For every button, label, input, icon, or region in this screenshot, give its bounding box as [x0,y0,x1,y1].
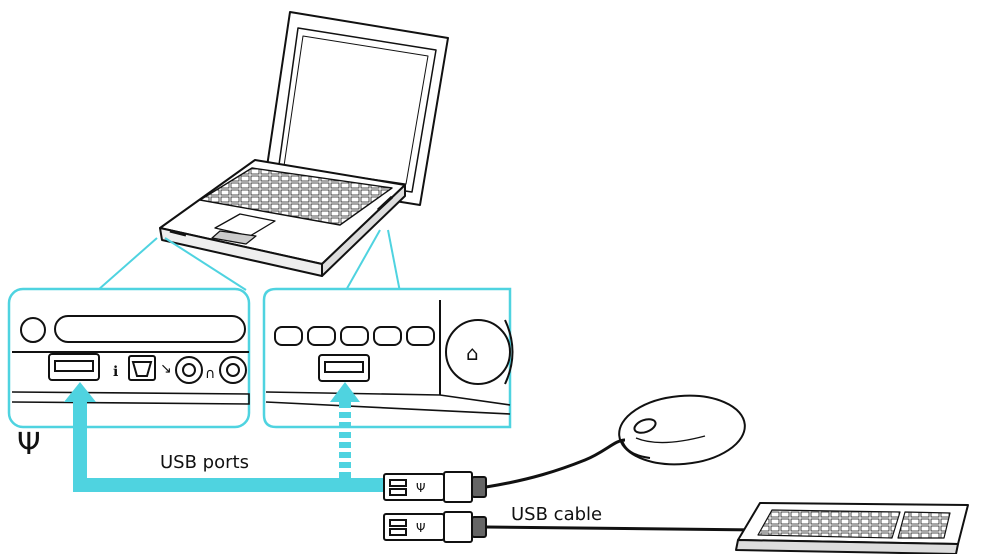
firewire-icon: ℹ [113,364,118,380]
keyboard-icon [735,502,969,554]
laptop-icon [159,11,449,277]
mouse-icon [618,394,746,466]
mic-icon: ↘ [160,361,172,377]
usb-plug-symbol-2: Ψ [416,521,425,535]
usb-port-arrows [64,382,383,492]
mouse-cable [485,438,626,489]
home-icon: ⌂ [466,341,479,365]
usb-plug-icon-mouse [383,471,487,503]
usb-symbol-icon: Ψ [17,427,41,462]
usb-plug-symbol-1: Ψ [416,481,425,495]
usb-cable-label: USB cable [511,504,603,525]
usb-plug-icon-keyboard [383,511,487,543]
right-port-inset: ⌂ [262,287,514,429]
callout-lines [97,229,401,293]
usb-ports-label: USB ports [160,452,249,473]
left-port-inset: ℹ ↘ ∩ [7,287,251,429]
keyboard-cable [485,525,761,532]
headphone-icon: ∩ [205,366,215,382]
